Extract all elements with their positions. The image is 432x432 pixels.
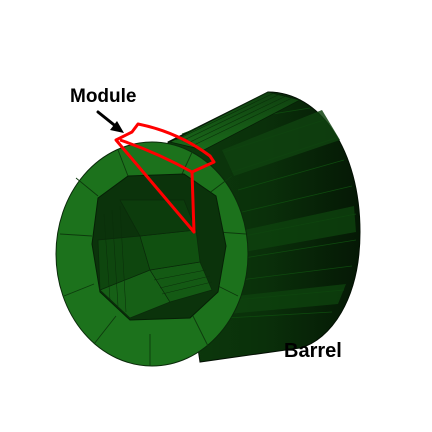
end-cap-rim-segments (59, 147, 247, 366)
inner-fine-lines (103, 205, 213, 313)
module-highlight-outline (114, 122, 216, 234)
top-face-lines (175, 92, 293, 146)
module-highlight-inner-arc (119, 138, 193, 174)
barrel-top-face (168, 91, 302, 151)
arrow-pointer-icon (96, 110, 124, 133)
barrel-band-lower (228, 284, 346, 314)
barrel-band-upper (222, 110, 340, 176)
barrel-label: Barrel (284, 340, 342, 362)
module-label: Module (70, 86, 137, 107)
barrel-band-middle (244, 206, 356, 252)
